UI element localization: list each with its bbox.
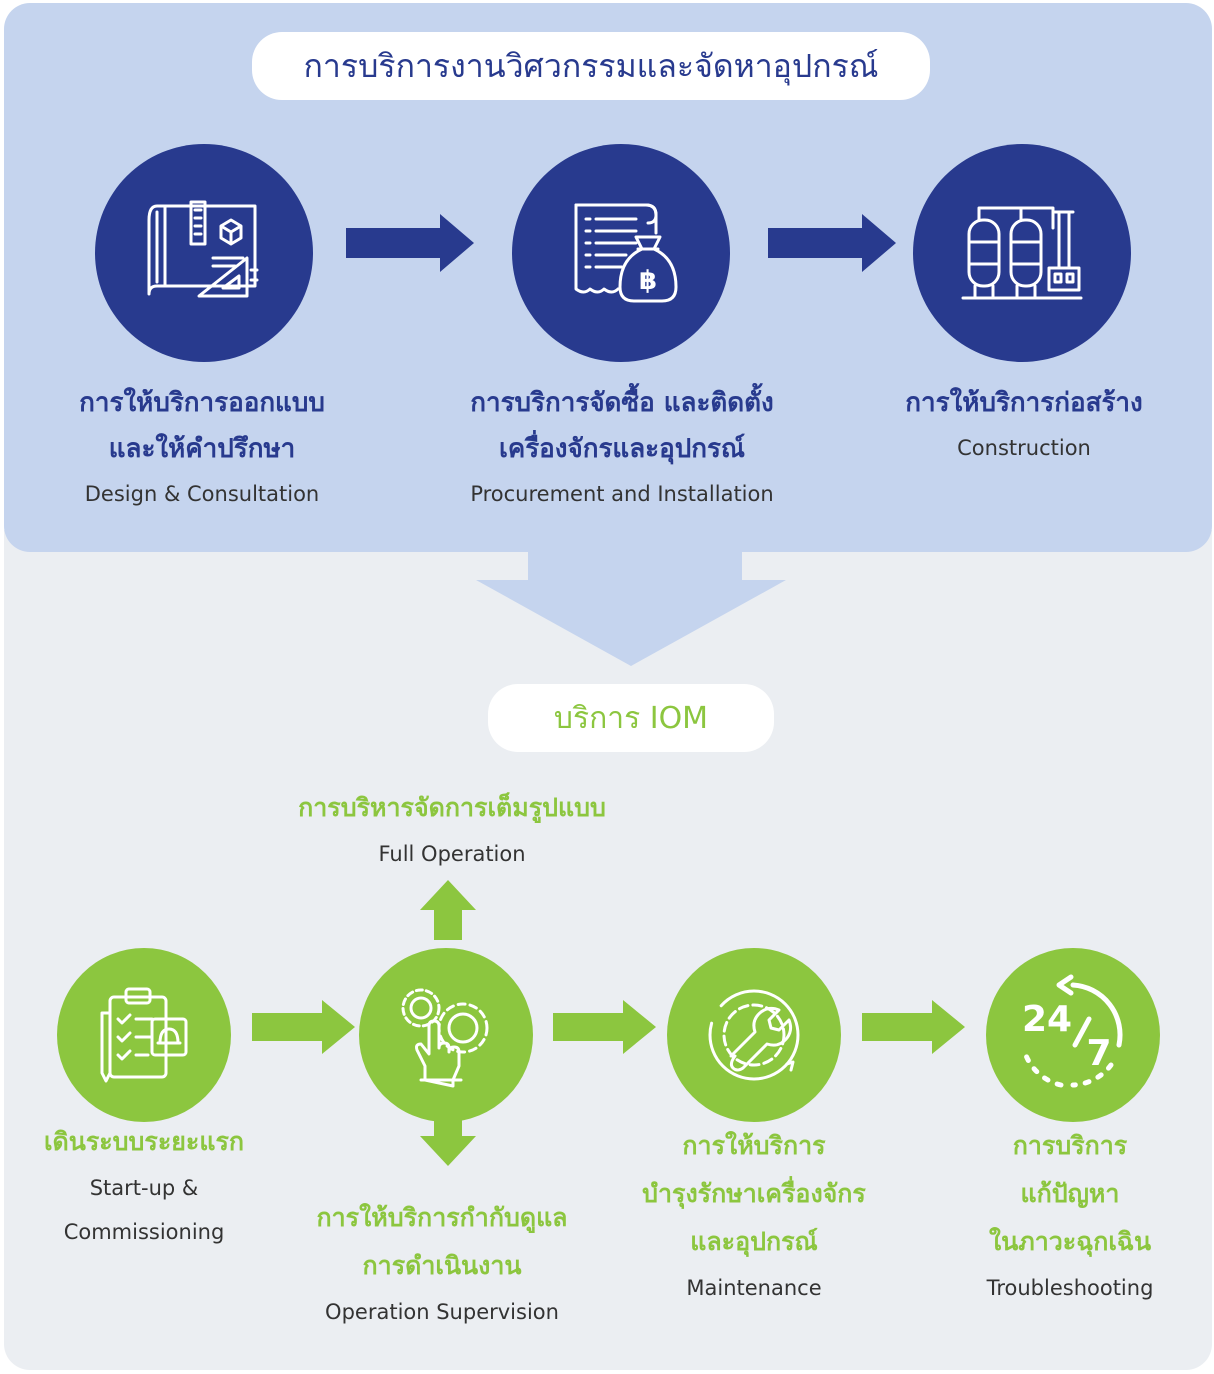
- arrow-down-supervision: [420, 1106, 476, 1166]
- maintenance-circle: [667, 948, 841, 1122]
- construction-title: การให้บริการก่อสร้าง: [905, 388, 1143, 418]
- full-operation-label: การบริหารจัดการเต็มรูปแบบ Full Operation: [252, 784, 652, 876]
- troubleshooting-circle: 24 7: [986, 948, 1160, 1122]
- maintenance-subtitle: Maintenance: [686, 1276, 822, 1300]
- startup-subtitle-1: Start-up &: [89, 1176, 199, 1200]
- full-operation-title: การบริหารจัดการเต็มรูปแบบ: [298, 793, 606, 822]
- arrow-supervision-to-maintenance: [553, 1000, 656, 1054]
- maintenance-title-3: และอุปกรณ์: [690, 1227, 818, 1256]
- industrial-plant-icon: [961, 206, 1083, 300]
- supervision-circle: [359, 948, 533, 1122]
- startup-subtitle-2: Commissioning: [63, 1220, 225, 1244]
- design-label: การให้บริการออกแบบ และให้คำปรึกษา Design…: [22, 380, 382, 516]
- troubleshooting-subtitle: Troubleshooting: [986, 1276, 1154, 1300]
- down-arrow: [476, 552, 786, 666]
- startup-title: เดินระบบระยะแรก: [43, 1127, 245, 1156]
- iom-heading: บริการ IOM: [488, 684, 774, 752]
- arrow-startup-to-supervision: [252, 1000, 355, 1054]
- svg-text:24: 24: [1022, 999, 1072, 1040]
- procurement-label: การบริการจัดซื้อ และติดตั้ง เครื่องจักรแ…: [422, 380, 822, 516]
- supervision-title-2: การดำเนินงาน: [362, 1251, 522, 1280]
- troubleshooting-label: การบริการ แก้ปัญหา ในภาวะฉุกเฉิน Trouble…: [930, 1122, 1210, 1310]
- checklist-icon: [100, 987, 188, 1083]
- invoice-money-bag-icon: ฿: [574, 203, 678, 303]
- full-operation-subtitle: Full Operation: [378, 842, 526, 866]
- svg-text:฿: ฿: [639, 266, 657, 296]
- design-title-2: และให้คำปรึกษา: [108, 434, 296, 464]
- procurement-circle: ฿: [512, 144, 730, 362]
- clock-24-7-icon: 24 7: [1022, 974, 1123, 1088]
- troubleshooting-title-3: ในภาวะฉุกเฉิน: [988, 1227, 1152, 1256]
- hand-gears-icon: [401, 988, 489, 1088]
- procurement-subtitle: Procurement and Installation: [470, 482, 774, 506]
- arrow-up-full-operation: [420, 880, 476, 940]
- arrow-design-to-procurement: [346, 214, 474, 272]
- procurement-title-1: การบริการจัดซื้อ และติดตั้ง: [470, 388, 774, 418]
- construction-circle: [913, 144, 1131, 362]
- design-circle: [95, 144, 313, 362]
- procurement-title-2: เครื่องจักรและอุปกรณ์: [498, 434, 746, 464]
- troubleshooting-title-1: การบริการ: [1012, 1131, 1128, 1160]
- maintenance-title-1: การให้บริการ: [682, 1131, 826, 1160]
- maintenance-label: การให้บริการ บำรุงรักษาเครื่องจักร และอุ…: [582, 1122, 926, 1310]
- supervision-title-1: การให้บริการกำกับดูแล: [316, 1203, 568, 1232]
- construction-subtitle: Construction: [957, 436, 1091, 460]
- design-title-1: การให้บริการออกแบบ: [79, 388, 325, 418]
- design-subtitle: Design & Consultation: [84, 482, 320, 506]
- arrow-maintenance-to-troubleshooting: [862, 1000, 965, 1054]
- arrow-procurement-to-construction: [768, 214, 896, 272]
- wrench-gear-icon: [708, 989, 800, 1081]
- engineering-heading: การบริการงานวิศวกรรมและจัดหาอุปกรณ์: [252, 32, 930, 100]
- supervision-subtitle: Operation Supervision: [325, 1300, 559, 1324]
- maintenance-title-2: บำรุงรักษาเครื่องจักร: [642, 1179, 866, 1208]
- startup-circle: [57, 948, 231, 1122]
- construction-label: การให้บริการก่อสร้าง Construction: [844, 380, 1204, 470]
- svg-text:7: 7: [1086, 1033, 1111, 1074]
- troubleshooting-title-2: แก้ปัญหา: [1020, 1179, 1120, 1208]
- supervision-label: การให้บริการกำกับดูแล การดำเนินงาน Opera…: [262, 1194, 622, 1334]
- blueprint-icon: [147, 200, 259, 298]
- startup-label: เดินระบบระยะแรก Start-up & Commissioning: [4, 1118, 284, 1254]
- iom-panel: [4, 530, 1212, 1370]
